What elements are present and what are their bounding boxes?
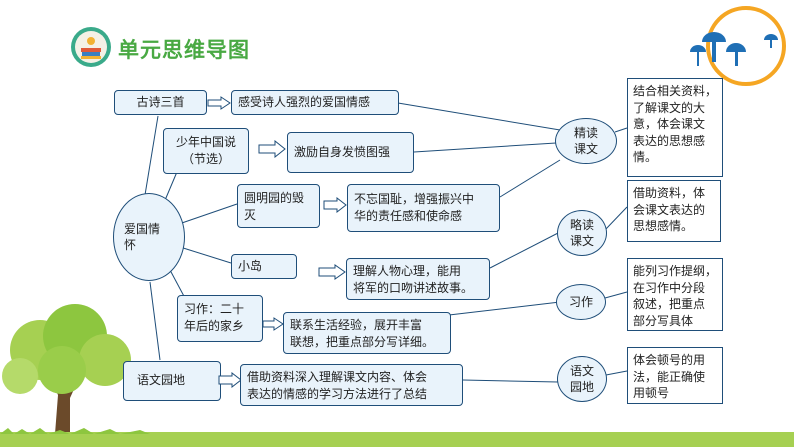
arrow-icon [258,140,286,158]
category-node: 精读 课文 [555,118,617,164]
center-node: 爱国情 怀 [113,193,185,281]
summary-box: 激励自身发愤图强 [287,132,414,173]
lesson-box: 语文园地 [123,361,221,401]
books-icon [71,27,111,67]
category-node: 略读 课文 [557,210,607,256]
summary-box: 借助资料深入理解课文内容、体会 表达的情感的学习方法进行了总结 [240,364,463,406]
note-box: 能列习作提纲， 在习作中分段 叙述，把重点 部分写具体 [627,258,723,331]
lesson-box: 圆明园的毁 灭 [237,184,320,228]
category-node: 语文 园地 [557,356,607,402]
arrow-icon [262,317,284,331]
mushroom-icon [690,32,778,66]
note-box: 体会顿号的用 法，能正确使 用顿号 [627,347,723,404]
grass-strip [0,428,794,447]
lesson-box: 习作：二十 年后的家乡 [177,295,263,342]
lesson-box: 小岛 [231,254,297,279]
summary-box: 理解人物心理，能用 将军的口吻讲述故事。 [346,258,490,300]
tree-icon [0,304,135,447]
note-box: 结合相关资料， 了解课文的大 意，体会课文 表达的思想感 情。 [627,78,723,177]
summary-box: 联系生活经验，展开丰富 联想，把重点部分写详细。 [283,312,451,354]
arrow-icon [323,197,347,213]
page-title: 单元思维导图 [118,38,250,62]
lesson-box: 古诗三首 [114,90,207,115]
arrow-icon [207,96,231,110]
orange-ring [706,6,786,86]
note-box: 借助资料，体 会课文表达的 思想感情。 [627,180,721,242]
summary-box: 感受诗人强烈的爱国情感 [231,90,399,115]
arrow-icon [218,372,242,388]
arrow-icon [318,264,346,280]
category-node: 习作 [556,284,606,320]
lesson-box: 少年中国说 （节选） [163,128,249,174]
summary-box: 不忘国耻，增强振兴中 华的责任感和使命感 [347,184,500,232]
